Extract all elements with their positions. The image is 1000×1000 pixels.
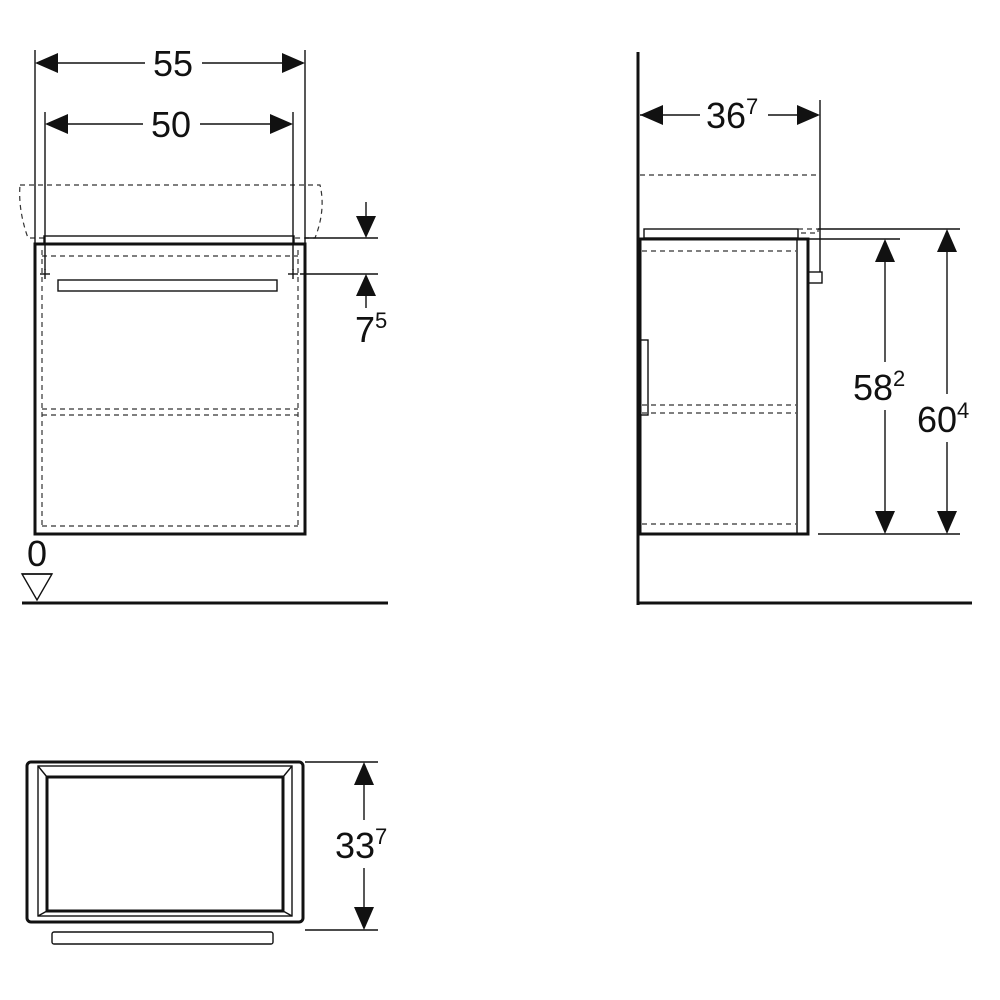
washbasin-outline <box>19 184 323 239</box>
handle-top <box>51 931 274 945</box>
arrow-up-icon <box>937 229 957 252</box>
cabinet-side <box>638 237 810 536</box>
arrow-down-icon <box>354 907 374 930</box>
dimension-depth-top: 337 <box>335 824 387 866</box>
arrow-left-icon <box>640 105 663 125</box>
basin-edge <box>798 228 819 234</box>
top-view: 337 <box>25 760 387 945</box>
arrow-right-icon <box>797 105 820 125</box>
dimension-body-height: 582 <box>853 366 905 408</box>
front-view: 55 50 75 0 <box>19 43 388 605</box>
side-view: 367 582 604 <box>636 52 972 605</box>
arrow-down-icon <box>937 511 957 534</box>
fixing-point-right <box>288 269 298 279</box>
wall-bracket <box>639 339 649 416</box>
dimension-width-50: 50 <box>151 104 191 145</box>
frame-corner <box>282 765 293 778</box>
level-triangle-icon <box>20 573 54 602</box>
arrow-up-icon <box>354 762 374 785</box>
cabinet-top-outline <box>25 760 305 924</box>
drawer-opening <box>45 775 285 913</box>
frame-corner <box>282 910 293 917</box>
frame-corner <box>37 910 48 917</box>
arrow-down-icon <box>875 511 895 534</box>
arrow-left-icon <box>35 53 58 73</box>
arrow-right-icon <box>270 114 293 134</box>
arrow-down-icon <box>356 216 376 238</box>
arrow-up-icon <box>356 274 376 296</box>
dimension-depth-side: 367 <box>706 94 758 136</box>
dimension-total-height: 604 <box>917 398 969 440</box>
drawer-handle <box>57 279 278 292</box>
dimension-handle-offset: 75 <box>355 308 387 350</box>
frame-outer <box>37 765 293 917</box>
dimension-width-55: 55 <box>153 43 193 84</box>
frame-corner <box>37 765 48 778</box>
cabinet-body <box>33 242 307 536</box>
arrow-left-icon <box>45 114 68 134</box>
fixing-point-left <box>40 269 50 279</box>
floor-level-label: 0 <box>27 533 47 574</box>
handle-profile <box>807 271 823 284</box>
arrow-right-icon <box>282 53 305 73</box>
top-plate <box>643 228 799 239</box>
arrow-up-icon <box>875 239 895 262</box>
